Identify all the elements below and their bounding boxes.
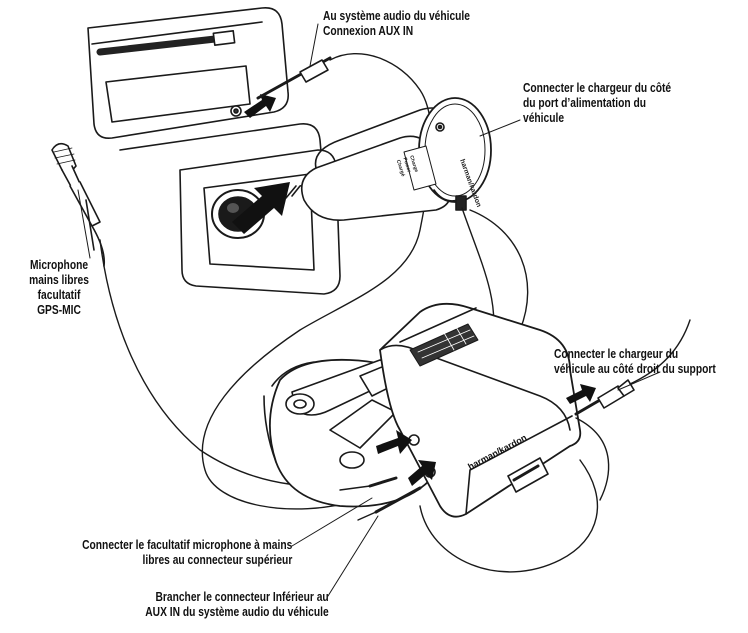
leader-line xyxy=(617,371,661,391)
arrow-icon xyxy=(408,460,436,486)
arrow-icon xyxy=(232,182,290,234)
label-microphone: Microphone mains libres facultatif GPS-M… xyxy=(29,258,89,317)
arrow-icon xyxy=(376,430,412,454)
arrow-icon xyxy=(244,94,276,118)
label-charger-support: Connecter le chargeur du véhicule au côt… xyxy=(554,347,716,376)
leader-line xyxy=(291,497,373,547)
leader-line xyxy=(77,189,91,259)
charger-plug-right xyxy=(574,319,691,416)
car-stereo-panel xyxy=(87,7,327,211)
label-aux-in: Au système audio du véhicule Connexion A… xyxy=(323,9,470,38)
label-lower-connector: Brancher le connecteur Inférieur au AUX … xyxy=(145,590,329,619)
car-charger-adapter xyxy=(285,97,492,221)
svg-text:Charge Power Charg: Charge Power Chargé xyxy=(395,155,420,179)
label-mic-connector: Connecter le facultatif microphone à mai… xyxy=(81,538,292,567)
leader-line xyxy=(479,119,521,137)
arrow-icon xyxy=(566,384,596,404)
label-charger-car-port: Connecter le chargeur du côté du port d’… xyxy=(523,81,672,125)
leader-line xyxy=(309,23,319,67)
leader-line xyxy=(327,515,379,597)
